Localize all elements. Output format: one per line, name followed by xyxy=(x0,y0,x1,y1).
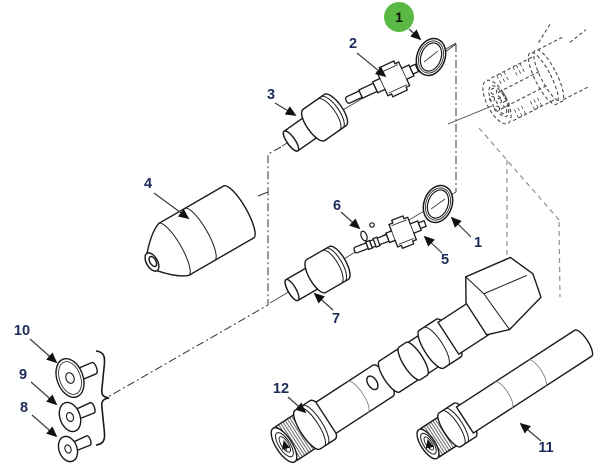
part-12-drawing xyxy=(270,256,542,464)
callout-6[interactable]: 6 xyxy=(332,197,342,214)
callout-7[interactable]: 7 xyxy=(331,310,341,327)
part-2-drawing xyxy=(345,60,420,104)
callout-12[interactable]: 12 xyxy=(272,380,290,397)
callout-2[interactable]: 2 xyxy=(348,35,358,52)
callout-10[interactable]: 10 xyxy=(13,322,31,339)
callout-11[interactable]: 11 xyxy=(538,439,554,456)
axis-through-ring-lower xyxy=(430,198,446,210)
callout-3[interactable]: 3 xyxy=(266,86,276,103)
callout-1[interactable]: 1 xyxy=(473,234,483,251)
axis-through-ring-upper xyxy=(423,50,439,63)
group-brace xyxy=(95,350,110,446)
callout-4[interactable]: 4 xyxy=(143,175,153,192)
part-9-drawing xyxy=(58,401,96,433)
callout-9[interactable]: 9 xyxy=(18,366,28,383)
part-4-drawing xyxy=(144,185,256,277)
callout-5[interactable]: 5 xyxy=(440,251,450,268)
highlighted-callout-number: 1 xyxy=(395,9,403,25)
callout-leader-arrows xyxy=(29,28,542,442)
reference-dashed-lines xyxy=(478,127,561,298)
part-11-drawing xyxy=(416,329,594,460)
part-5-drawing xyxy=(353,215,427,254)
part-10-drawing xyxy=(55,357,98,399)
part-3-drawing xyxy=(282,93,349,152)
part-6-drawing xyxy=(360,222,375,242)
callout-8[interactable]: 8 xyxy=(19,399,29,416)
part-8-drawing xyxy=(57,435,92,463)
highlighted-callout-badge[interactable]: 1 xyxy=(384,2,414,32)
highlight-circle[interactable] xyxy=(384,2,414,32)
phantom-assembly-drawing xyxy=(482,22,591,125)
part-7-drawing xyxy=(284,245,351,302)
